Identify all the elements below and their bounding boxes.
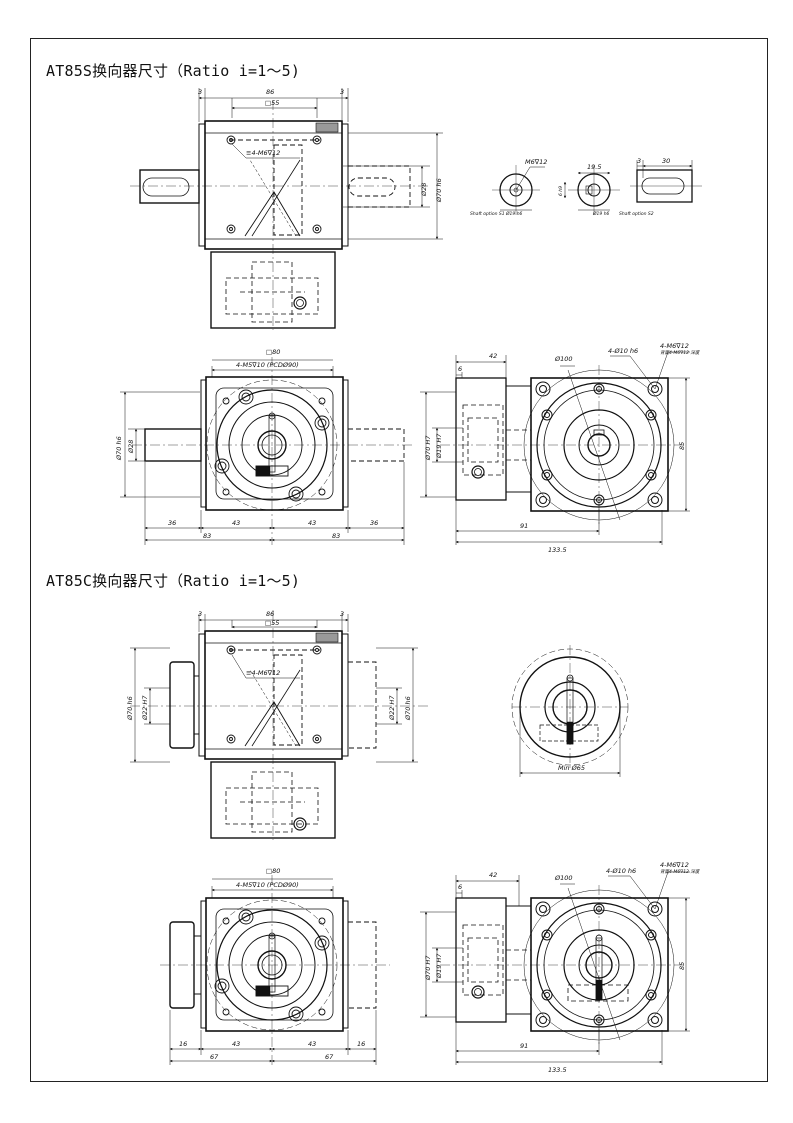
s-front-d36b: 36 [370,519,378,527]
c-coupling-view: Min Ø65 [511,645,629,777]
c-front-d67b: 67 [325,1053,334,1061]
shaft-s1-label: Shaft option S1 [470,211,505,217]
s-side-d1335: 133.5 [548,546,567,554]
s-side-d70: Ø70 H7 [424,435,432,461]
c-coupling-min: Min Ø65 [558,764,585,772]
s-front-holes: 4-M5∇10 (PCDØ90) [236,361,299,369]
s-side-d6: 6 [458,365,462,373]
s-top-dim-28: Ø28 [420,183,428,197]
title-at85s: AT85S换向器尺寸（Ratio i=1～5) [46,62,301,80]
c-top-dim-55: □55 [265,619,279,627]
shaft-s2-d19: Ø19 h6 [592,210,610,217]
s-front-d36a: 36 [168,519,176,527]
shaft-key-d3: 3 [637,157,641,165]
s-top-thread: ≡4-M6∇12 [246,149,280,157]
s-side-d19: Ø19 H7 [435,433,443,459]
s-front-d28: Ø28 [127,440,135,454]
s-side-d42: 42 [489,352,497,360]
c-front-holes: 4-M5∇10 (PCDØ90) [236,881,299,889]
c-front-d43b: 43 [308,1040,316,1048]
s-front-d43b: 43 [308,519,316,527]
shaft-options: M6∇12 Shaft option S1 Ø19 h6 19.5 6 h9 Ø… [470,157,702,217]
s-top-dim-86: 86 [266,88,274,96]
c-side-holes: 4-Ø10 h6 [606,867,636,875]
c-front-d67a: 67 [210,1053,219,1061]
c-top-view: 3 86 3 □55 ≡4-M6∇12 Ø70 h6 Ø22 H7 Ø22 H7… [126,610,430,840]
c-front-view: □80 4-M5∇10 (PCDØ90) 16 43 43 16 67 67 [160,867,390,1065]
c-side-d1335: 133.5 [548,1066,567,1074]
c-front-sq80: □80 [266,867,280,875]
shaft-s2-label: Shaft option S2 [619,211,654,217]
c-top-dim-86: 86 [266,610,274,618]
s-side-view: 42 6 Ø100 4-Ø10 h6 4-M6∇12 背面4-M6∇12 深度 … [420,342,701,554]
c-top-d22b: Ø22 H7 [388,695,396,721]
s-side-thread: 4-M6∇12 [660,342,689,350]
c-top-d70b: Ø70 h6 [404,696,412,721]
s-front-view: □80 4-M5∇10 (PCDØ90) Ø70 h6 Ø28 36 43 43… [115,348,415,545]
s-front-d70: Ø70 h6 [115,436,123,461]
s-top-dim-55: □55 [265,99,279,107]
s-side-d100: Ø100 [554,355,573,363]
s-top-dim-3b: 3 [340,88,344,96]
c-top-thread: ≡4-M6∇12 [246,669,280,677]
c-side-thread: 4-M6∇12 [660,861,689,869]
c-side-d42: 42 [489,871,497,879]
s-top-view: 3 86 3 □55 ≡4-M6∇12 Ø28 Ø70 h6 [130,88,443,330]
title-at85c: AT85C换向器尺寸（Ratio i=1～5) [46,572,301,590]
c-top-d22a: Ø22 H7 [141,695,149,721]
c-side-d70: Ø70 H7 [424,955,432,981]
drawing-frame [30,38,768,1082]
shaft-s2-d195: 19.5 [587,163,601,171]
s-side-d85: 85 [678,442,686,450]
s-top-dim-3a: 3 [198,88,202,96]
c-side-d100: Ø100 [554,874,573,882]
s-front-sq80: □80 [266,348,280,356]
shaft-key-d30: 30 [662,157,670,165]
shaft-s1-m6: M6∇12 [525,158,547,166]
c-top-dim-3b: 3 [340,610,344,618]
c-front-d43a: 43 [232,1040,240,1048]
c-side-d19: Ø19 H7 [435,953,443,979]
s-side-holes: 4-Ø10 h6 [608,347,638,355]
s-front-d83a: 83 [203,532,211,540]
c-side-thread-note: 背面4-M6∇12 深度 [660,869,701,875]
c-top-dim-3a: 3 [198,610,202,618]
c-top-d70a: Ø70 h6 [126,696,134,721]
s-top-dim-70: Ø70 h6 [435,178,443,203]
c-side-d85: 85 [678,962,686,970]
shaft-s1-d19: Ø19 h6 [505,210,523,217]
c-side-view: 42 6 Ø100 4-Ø10 h6 4-M6∇12 背面4-M6∇12 深度 … [420,861,701,1074]
s-front-d43a: 43 [232,519,240,527]
c-front-d16b: 16 [357,1040,365,1048]
c-side-d91: 91 [520,1042,528,1050]
s-front-d83b: 83 [332,532,340,540]
s-side-thread-note: 背面4-M6∇12 深度 [660,350,701,356]
s-side-d91: 91 [520,522,528,530]
shaft-s2-d6: 6 h9 [558,186,564,196]
c-front-d16a: 16 [179,1040,187,1048]
c-side-d6: 6 [458,883,462,891]
